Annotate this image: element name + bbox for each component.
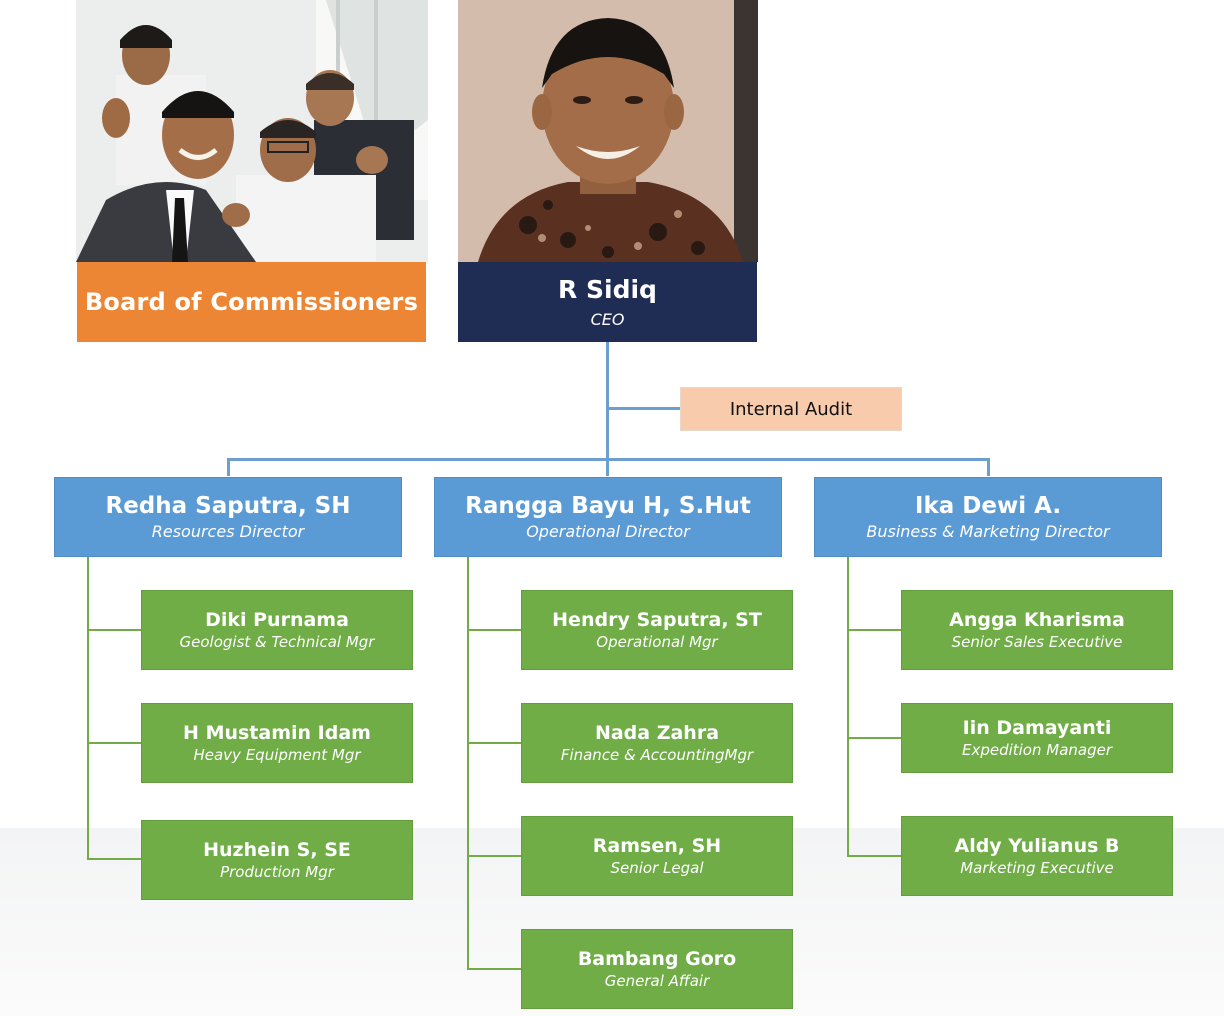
staff-box: Ramsen, SH Senior Legal: [521, 816, 793, 896]
staff-box: Diki Purnama Geologist & Technical Mgr: [141, 590, 413, 670]
connector-col2-branch: [467, 855, 522, 857]
staff-name: Aldy Yulianus B: [954, 835, 1120, 857]
connector-col1-branch: [87, 629, 142, 631]
staff-name: Angga Kharisma: [949, 609, 1125, 631]
internal-audit-box: Internal Audit: [680, 387, 902, 431]
ceo-box: R Sidiq CEO: [458, 262, 757, 342]
connector-col3-branch: [847, 737, 902, 739]
connector-directors-horizontal: [227, 458, 990, 461]
staff-box: H Mustamin Idam Heavy Equipment Mgr: [141, 703, 413, 783]
director-name: Rangga Bayu H, S.Hut: [465, 492, 751, 519]
staff-role: Finance & AccountingMgr: [560, 746, 754, 764]
staff-box: Angga Kharisma Senior Sales Executive: [901, 590, 1173, 670]
director-box: Rangga Bayu H, S.Hut Operational Directo…: [434, 477, 782, 557]
ceo-name: R Sidiq: [558, 275, 657, 304]
connector-col2-branch: [467, 742, 522, 744]
director-role: Operational Director: [526, 521, 690, 541]
staff-role: Senior Legal: [610, 859, 704, 877]
staff-role: Marketing Executive: [960, 859, 1114, 877]
staff-name: Ramsen, SH: [592, 835, 722, 857]
director-name: Redha Saputra, SH: [105, 492, 351, 519]
staff-box: Aldy Yulianus B Marketing Executive: [901, 816, 1173, 896]
director-role: Resources Director: [151, 521, 305, 541]
connector-col1-branch: [87, 742, 142, 744]
connector-col2-branch: [467, 968, 522, 970]
board-label: Board of Commissioners: [84, 288, 419, 316]
staff-box: Iin Damayanti Expedition Manager: [901, 703, 1173, 773]
staff-role: Heavy Equipment Mgr: [193, 746, 361, 764]
ceo-role: CEO: [590, 310, 625, 329]
staff-name: Bambang Goro: [577, 948, 737, 970]
staff-role: Operational Mgr: [596, 633, 718, 651]
board-of-commissioners-box: Board of Commissioners: [77, 262, 426, 342]
staff-name: Diki Purnama: [205, 609, 349, 631]
director-role: Business & Marketing Director: [866, 521, 1110, 541]
connector-col2-branch: [467, 629, 522, 631]
staff-name: Hendry Saputra, ST: [552, 609, 762, 631]
staff-box: Huzhein S, SE Production Mgr: [141, 820, 413, 900]
director-name: Ika Dewi A.: [914, 492, 1062, 519]
connector-col2-vertical: [467, 557, 469, 970]
director-box: Ika Dewi A. Business & Marketing Directo…: [814, 477, 1162, 557]
staff-name: Huzhein S, SE: [203, 839, 351, 861]
staff-role: Expedition Manager: [961, 741, 1113, 759]
connector-director-3: [987, 458, 990, 476]
staff-box: Nada Zahra Finance & AccountingMgr: [521, 703, 793, 783]
staff-name: H Mustamin Idam: [183, 722, 371, 744]
connector-audit: [606, 407, 680, 410]
connector-col1-vertical: [87, 557, 89, 860]
internal-audit-label: Internal Audit: [729, 398, 853, 420]
board-photo: [76, 0, 428, 262]
connector-director-1: [227, 458, 230, 476]
staff-name: Iin Damayanti: [962, 717, 1112, 739]
staff-box: Hendry Saputra, ST Operational Mgr: [521, 590, 793, 670]
staff-role: Production Mgr: [220, 863, 334, 881]
staff-role: General Affair: [604, 972, 710, 990]
connector-col1-branch: [87, 858, 142, 860]
director-box: Redha Saputra, SH Resources Director: [54, 477, 402, 557]
staff-role: Senior Sales Executive: [951, 633, 1123, 651]
connector-col3-branch: [847, 855, 902, 857]
connector-col3-branch: [847, 629, 902, 631]
staff-name: Nada Zahra: [594, 722, 720, 744]
staff-box: Bambang Goro General Affair: [521, 929, 793, 1009]
ceo-photo: [458, 0, 758, 262]
connector-col3-vertical: [847, 557, 849, 857]
staff-role: Geologist & Technical Mgr: [179, 633, 375, 651]
